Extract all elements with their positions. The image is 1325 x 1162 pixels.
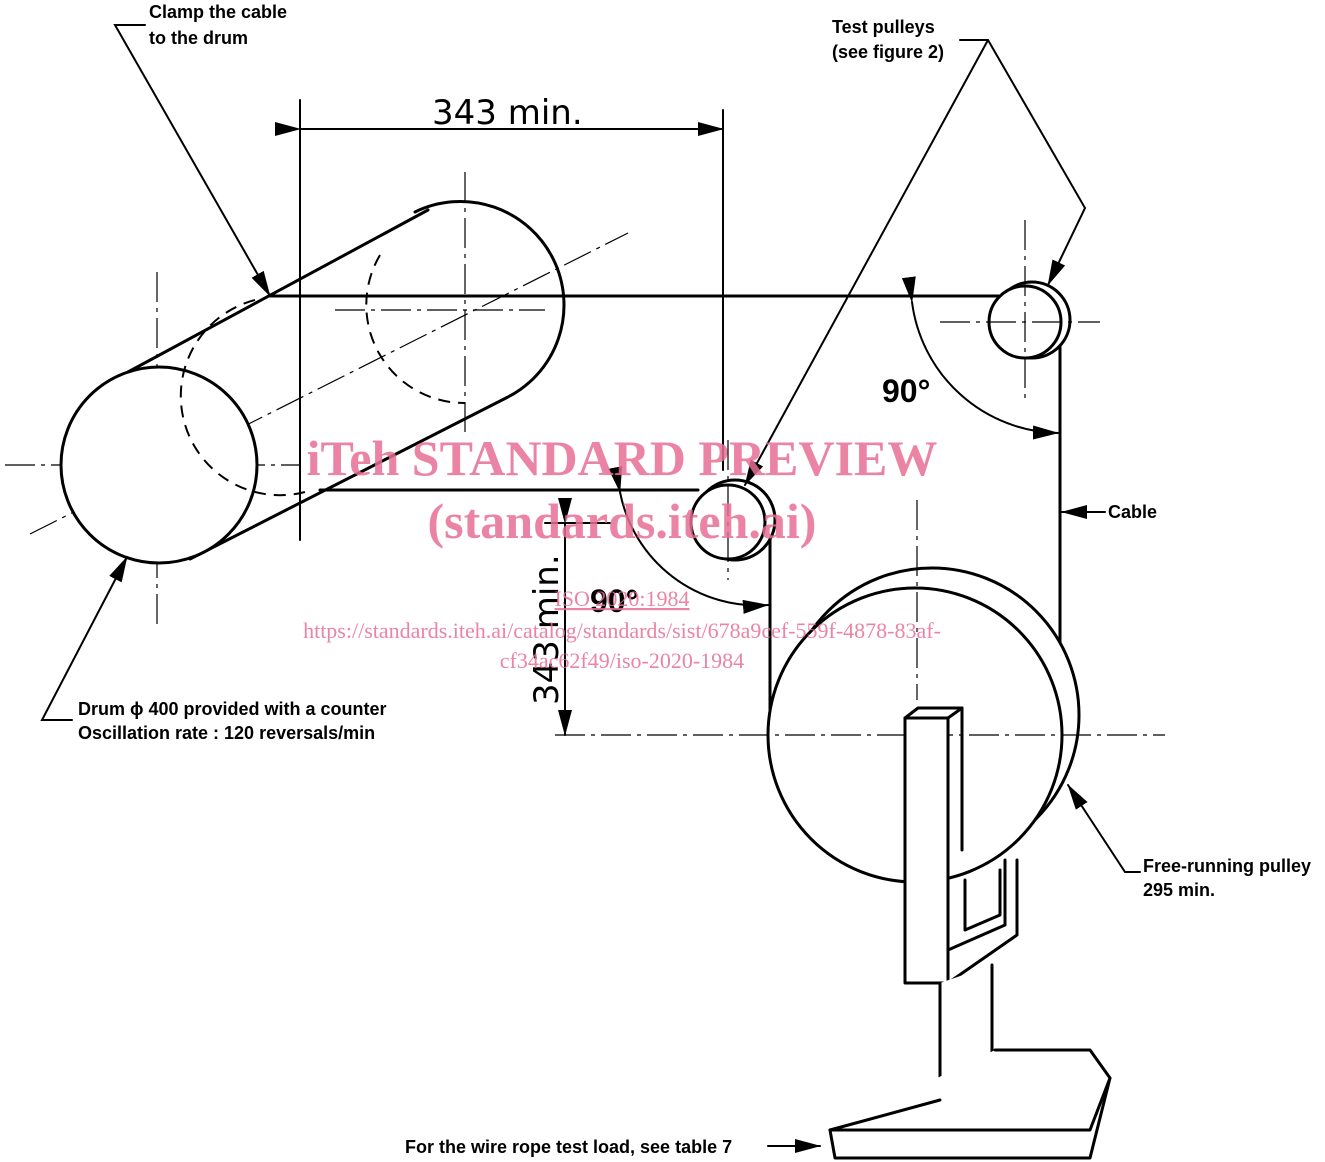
cable-label: Cable — [1108, 502, 1157, 522]
angle-upper-arc — [901, 276, 1059, 440]
stand-base-top — [828, 1076, 1112, 1132]
drum-label-line1: Drum ϕ 400 provided with a counter — [78, 699, 387, 719]
watermark-title: iTeh STANDARD PREVIEW — [307, 430, 938, 486]
drum-bottom-edge — [188, 396, 508, 561]
test-load-label: For the wire rope test load, see table 7 — [405, 1137, 732, 1157]
test-pulleys-leader-lower — [744, 39, 989, 486]
clamp-leader — [113, 24, 271, 297]
test-pulleys-label-line1: Test pulleys — [832, 17, 935, 37]
vertical-dimension: 343 min. — [527, 498, 611, 736]
watermark: iTeh STANDARD PREVIEW (standards.iteh.ai… — [303, 430, 941, 673]
stand-bracket-window — [963, 868, 1002, 932]
vertical-dimension-label: 343 min. — [527, 554, 567, 705]
cable-callout: Cable — [1061, 502, 1157, 522]
drum-top-edge — [126, 208, 430, 374]
angle-upper: 90° — [882, 276, 1059, 440]
drum-back-face — [413, 200, 566, 400]
angle-upper-label: 90° — [882, 373, 930, 409]
stand-bracket-outer — [946, 858, 1019, 985]
watermark-code[interactable]: ISO 2020:1984 — [554, 586, 689, 611]
horizontal-dimension: 343 min. — [275, 93, 724, 541]
drum-hidden-edge — [179, 299, 306, 497]
horizontal-dimension-label: 343 min. — [432, 93, 583, 133]
watermark-url-line2[interactable]: cf34ac62f49/iso-2020-1984 — [500, 648, 744, 673]
test-load-callout: For the wire rope test load, see table 7 — [405, 1137, 821, 1157]
watermark-subtitle: (standards.iteh.ai) — [428, 493, 817, 549]
drum-leader — [40, 556, 128, 721]
stand-upright-top — [903, 706, 964, 720]
angle-lower-arc — [608, 466, 769, 614]
clamp-label-line2: to the drum — [149, 28, 248, 48]
drum-hidden-back-edge — [365, 254, 466, 405]
stand-base-edge — [828, 1098, 942, 1132]
test-pulleys-callout: Test pulleys (see figure 2) — [744, 17, 1087, 486]
stand-base — [828, 1048, 1112, 1160]
stand-bracket-inner — [946, 858, 1007, 952]
free-running-pulley — [555, 500, 1165, 884]
free-pulley-label-line2: 295 min. — [1143, 880, 1215, 900]
pulley-stand — [828, 706, 1112, 1160]
free-pulley-leader — [1067, 784, 1141, 873]
angle-lower-label: 90° — [590, 583, 638, 619]
upper-test-pulley — [940, 220, 1100, 400]
drum-callout: Drum ϕ 400 provided with a counter Oscil… — [40, 556, 387, 743]
drum-label-line2: Oscillation rate : 120 reversals/min — [78, 723, 375, 743]
drum-front-face — [59, 365, 259, 565]
clamp-callout: Clamp the cable to the drum — [113, 2, 287, 297]
drum — [5, 172, 629, 625]
clamp-label-line1: Clamp the cable — [149, 2, 287, 22]
test-pulleys-label-line2: (see figure 2) — [832, 42, 944, 62]
free-pulley-label-line1: Free-running pulley — [1143, 856, 1311, 876]
angle-lower: 90° — [590, 466, 769, 619]
test-pulleys-leader-upper — [959, 39, 1087, 286]
stand-upright — [903, 716, 950, 985]
watermark-url-line1[interactable]: https://standards.iteh.ai/catalog/standa… — [303, 618, 941, 643]
free-pulley-callout: Free-running pulley 295 min. — [1067, 784, 1311, 900]
